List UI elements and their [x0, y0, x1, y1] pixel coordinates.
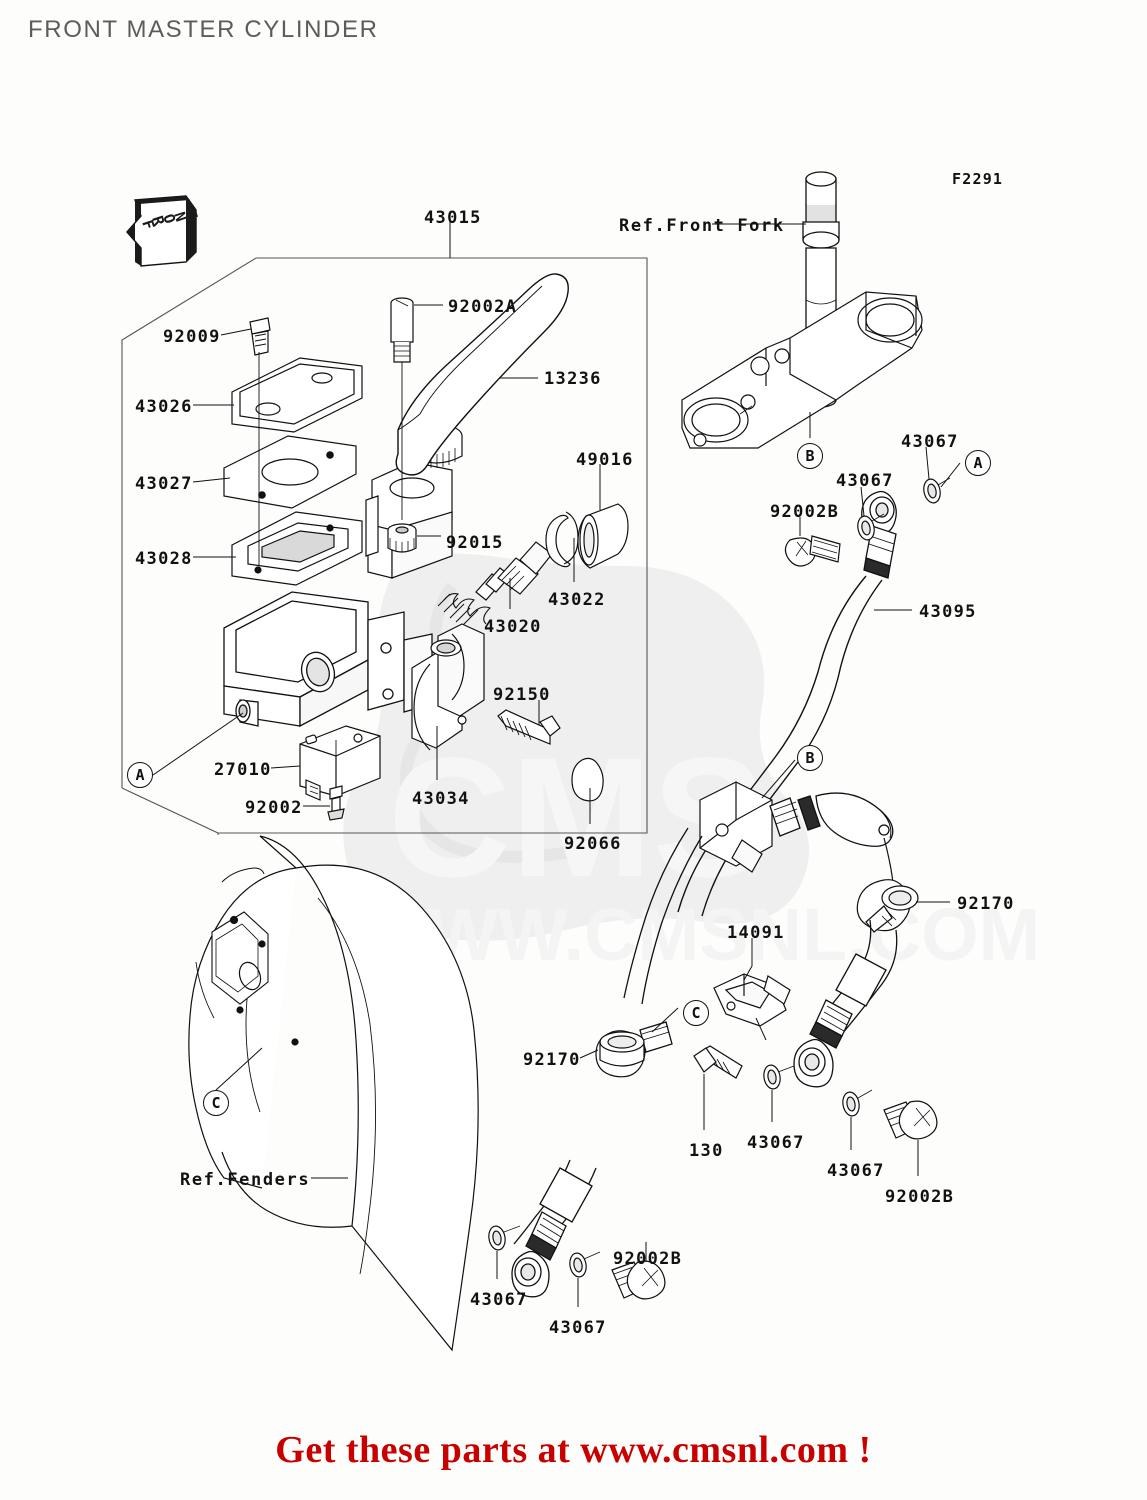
- page-title: FRONT MASTER CYLINDER: [28, 16, 379, 43]
- part-label-43027[interactable]: 43027: [135, 474, 193, 494]
- part-label-92002B-top[interactable]: 92002B: [770, 502, 840, 522]
- balloon-c-left[interactable]: C: [203, 1090, 229, 1116]
- part-label-92015[interactable]: 92015: [446, 533, 504, 553]
- part-label-43034[interactable]: 43034: [412, 789, 470, 809]
- clamp-43034: [411, 623, 485, 751]
- hose-bracket-130: [713, 973, 791, 1041]
- banjo-bolt-92002B-upper: [784, 535, 841, 567]
- screw-92002: [327, 785, 345, 821]
- hose-clamp-92170-right: [856, 879, 919, 933]
- nut-92015: [387, 523, 417, 553]
- part-label-43095[interactable]: 43095: [919, 602, 977, 622]
- front-arrow-icon: F R O N T: [126, 195, 201, 267]
- part-label-92170-right[interactable]: 92170: [957, 894, 1015, 914]
- balloon-b-top[interactable]: B: [797, 443, 823, 469]
- leader-lines: [152, 222, 961, 1307]
- balloon-c-right[interactable]: C: [683, 1000, 709, 1026]
- washer-43067-upper-left: [857, 515, 875, 541]
- front-fender-ref: [188, 835, 479, 1352]
- footer-banner[interactable]: Get these parts at www.cmsnl.com !: [275, 1429, 872, 1471]
- part-label-43067-a[interactable]: 43067: [836, 471, 894, 491]
- reservoir-cap-43026: [231, 357, 363, 433]
- bolt-92150: [497, 709, 561, 745]
- washer-43067-bottom-a: [488, 1225, 506, 1251]
- ref-fenders-label: Ref.Fenders: [180, 1170, 311, 1190]
- part-label-43067-c[interactable]: 43067: [747, 1133, 805, 1153]
- brake-lever-13236: [395, 273, 569, 476]
- plate-43028: [231, 511, 363, 586]
- part-label-43026[interactable]: 43026: [135, 397, 193, 417]
- part-label-92170-left[interactable]: 92170: [523, 1050, 581, 1070]
- hose-joint-14091: [699, 781, 773, 873]
- balloon-b-mid[interactable]: B: [797, 745, 823, 771]
- diaphragm-43027: [223, 435, 357, 509]
- part-label-130[interactable]: 130: [689, 1141, 724, 1161]
- washer-43067-lower-b: [842, 1091, 860, 1117]
- bolt-92002A: [390, 297, 414, 363]
- part-label-92002B-low[interactable]: 92002B: [613, 1249, 683, 1269]
- part-label-92002[interactable]: 92002: [245, 798, 303, 818]
- part-label-27010[interactable]: 27010: [214, 760, 272, 780]
- sheet-code: F2291: [952, 170, 1004, 188]
- part-label-92009[interactable]: 92009: [163, 327, 221, 347]
- washer-43067-bottom-b: [569, 1252, 587, 1278]
- piston-assembly-43020: [437, 541, 553, 627]
- part-label-92066[interactable]: 92066: [564, 834, 622, 854]
- screw-92009: [249, 317, 271, 356]
- part-label-13236[interactable]: 13236: [544, 369, 602, 389]
- part-label-43067-f[interactable]: 43067: [549, 1318, 607, 1338]
- brake-hose-lower-left: [511, 1159, 597, 1298]
- balloon-a-right[interactable]: A: [965, 450, 991, 476]
- dust-boot-49016: [577, 503, 629, 569]
- part-label-43067-b[interactable]: 43067: [901, 432, 959, 452]
- banjo-bolt-92002B-bottom: [611, 1260, 666, 1300]
- bolt-130: [693, 1045, 743, 1079]
- banjo-bolt-92002B-lower: [883, 1100, 938, 1140]
- plug-92066: [571, 757, 604, 802]
- assembly-boundary-43015: [121, 257, 648, 835]
- part-label-43020[interactable]: 43020: [484, 617, 542, 637]
- part-label-43067-e[interactable]: 43067: [470, 1290, 528, 1310]
- part-label-49016[interactable]: 49016: [576, 450, 634, 470]
- part-label-43022[interactable]: 43022: [548, 590, 606, 610]
- upper-triple-clamp: [681, 291, 923, 449]
- part-label-92150[interactable]: 92150: [493, 685, 551, 705]
- washer-43067-upper-right: [923, 478, 941, 504]
- part-label-43015[interactable]: 43015: [424, 208, 482, 228]
- brake-hose-right-branch: [769, 792, 895, 893]
- washer-43067-lower-a: [763, 1064, 781, 1090]
- ref-front-fork-label: Ref.Front Fork: [619, 216, 785, 236]
- hose-clamp-92170-left: [595, 1030, 646, 1078]
- part-label-14091[interactable]: 14091: [727, 923, 785, 943]
- part-label-92002A[interactable]: 92002A: [448, 297, 518, 317]
- part-label-43028[interactable]: 43028: [135, 549, 193, 569]
- brake-hose-lower-right: [793, 919, 898, 1088]
- svg-text:WWW.CMSNL.COM: WWW.CMSNL.COM: [358, 893, 1040, 976]
- part-label-92002B-bot[interactable]: 92002B: [885, 1187, 955, 1207]
- lever-bracket: [365, 461, 453, 579]
- balloon-a-left[interactable]: A: [127, 762, 153, 788]
- master-cylinder-body: [223, 591, 433, 728]
- part-label-43067-d[interactable]: 43067: [827, 1161, 885, 1181]
- circlip-43022: [545, 511, 579, 568]
